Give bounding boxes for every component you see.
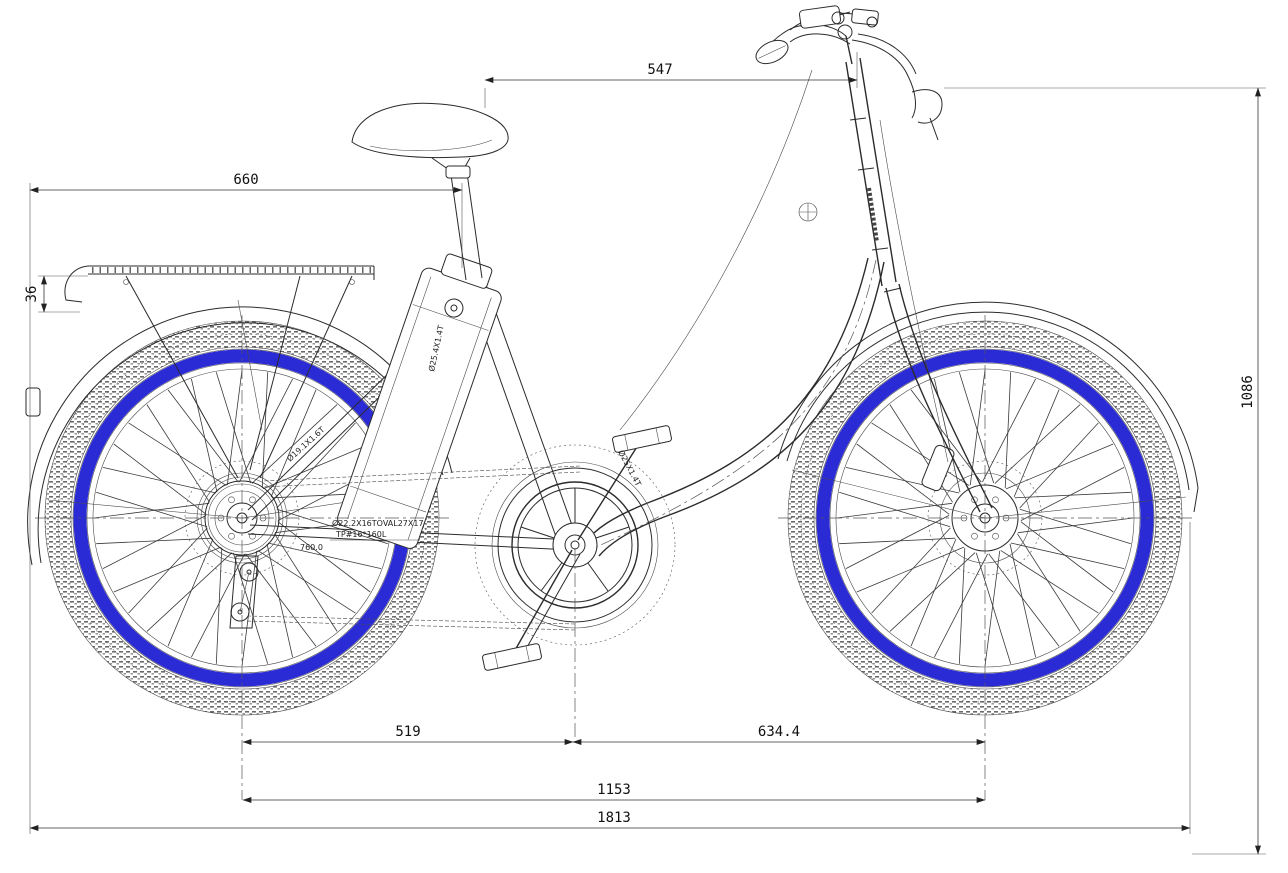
brake-lever: [789, 5, 879, 31]
dim-label-519: 519: [395, 724, 420, 740]
left-grip: [755, 39, 789, 65]
label-stay-length: 760.0: [300, 543, 323, 552]
crank-arm-lower: [513, 549, 581, 657]
label-seat-stay-spec: Ø19.1X1.6T: [285, 424, 327, 463]
dim-label-36: 36: [24, 286, 40, 303]
seat-post: [431, 157, 483, 281]
dim-label-1086: 1086: [1240, 375, 1256, 409]
dimension-519: 519: [242, 724, 574, 745]
dimensions: 547 660 36 1086 519: [24, 52, 1266, 855]
dimension-547: 547: [484, 52, 858, 108]
saddle: [351, 102, 509, 159]
dim-label-547: 547: [647, 62, 672, 78]
label-chainstay-spec-1: Ø22.2X16TOVAL27X17: [332, 518, 424, 528]
rear-derailleur: [229, 555, 259, 629]
battery-lock-icon: [444, 298, 464, 318]
label-down-tube-spec: Ø25X1.4T: [616, 448, 643, 488]
front-fender: [777, 301, 1199, 519]
dimension-1153: 1153: [242, 782, 986, 803]
rear-spokes: [93, 369, 391, 667]
label-chainstay-spec-2: TP#16*160L: [335, 530, 387, 539]
crankset: [474, 444, 676, 646]
pedal-lower: [482, 643, 542, 671]
stem: [837, 24, 853, 65]
down-tube: [584, 257, 869, 544]
centerlines: [35, 315, 1192, 800]
dimension-634: 634.4: [572, 724, 986, 745]
crank-arm-upper: [577, 441, 641, 541]
pedal-upper: [612, 425, 672, 453]
dimension-660: 660: [29, 172, 463, 834]
dimension-36: 36: [24, 275, 88, 313]
dim-label-634: 634.4: [758, 724, 800, 740]
dim-label-1813: 1813: [597, 810, 631, 826]
dimension-1813: 1813: [29, 522, 1191, 834]
datum-symbol: [798, 202, 818, 222]
dim-label-1153: 1153: [597, 782, 631, 798]
chain: [239, 465, 581, 631]
dimension-1086: 1086: [944, 87, 1266, 855]
front-brake-caliper: [921, 444, 955, 492]
handlebar: [755, 5, 943, 141]
dim-label-660: 660: [233, 172, 258, 188]
front-fork: [883, 283, 993, 513]
battery-pack: [337, 253, 502, 549]
head-tube: [845, 57, 897, 287]
right-bar-end: [911, 89, 943, 141]
